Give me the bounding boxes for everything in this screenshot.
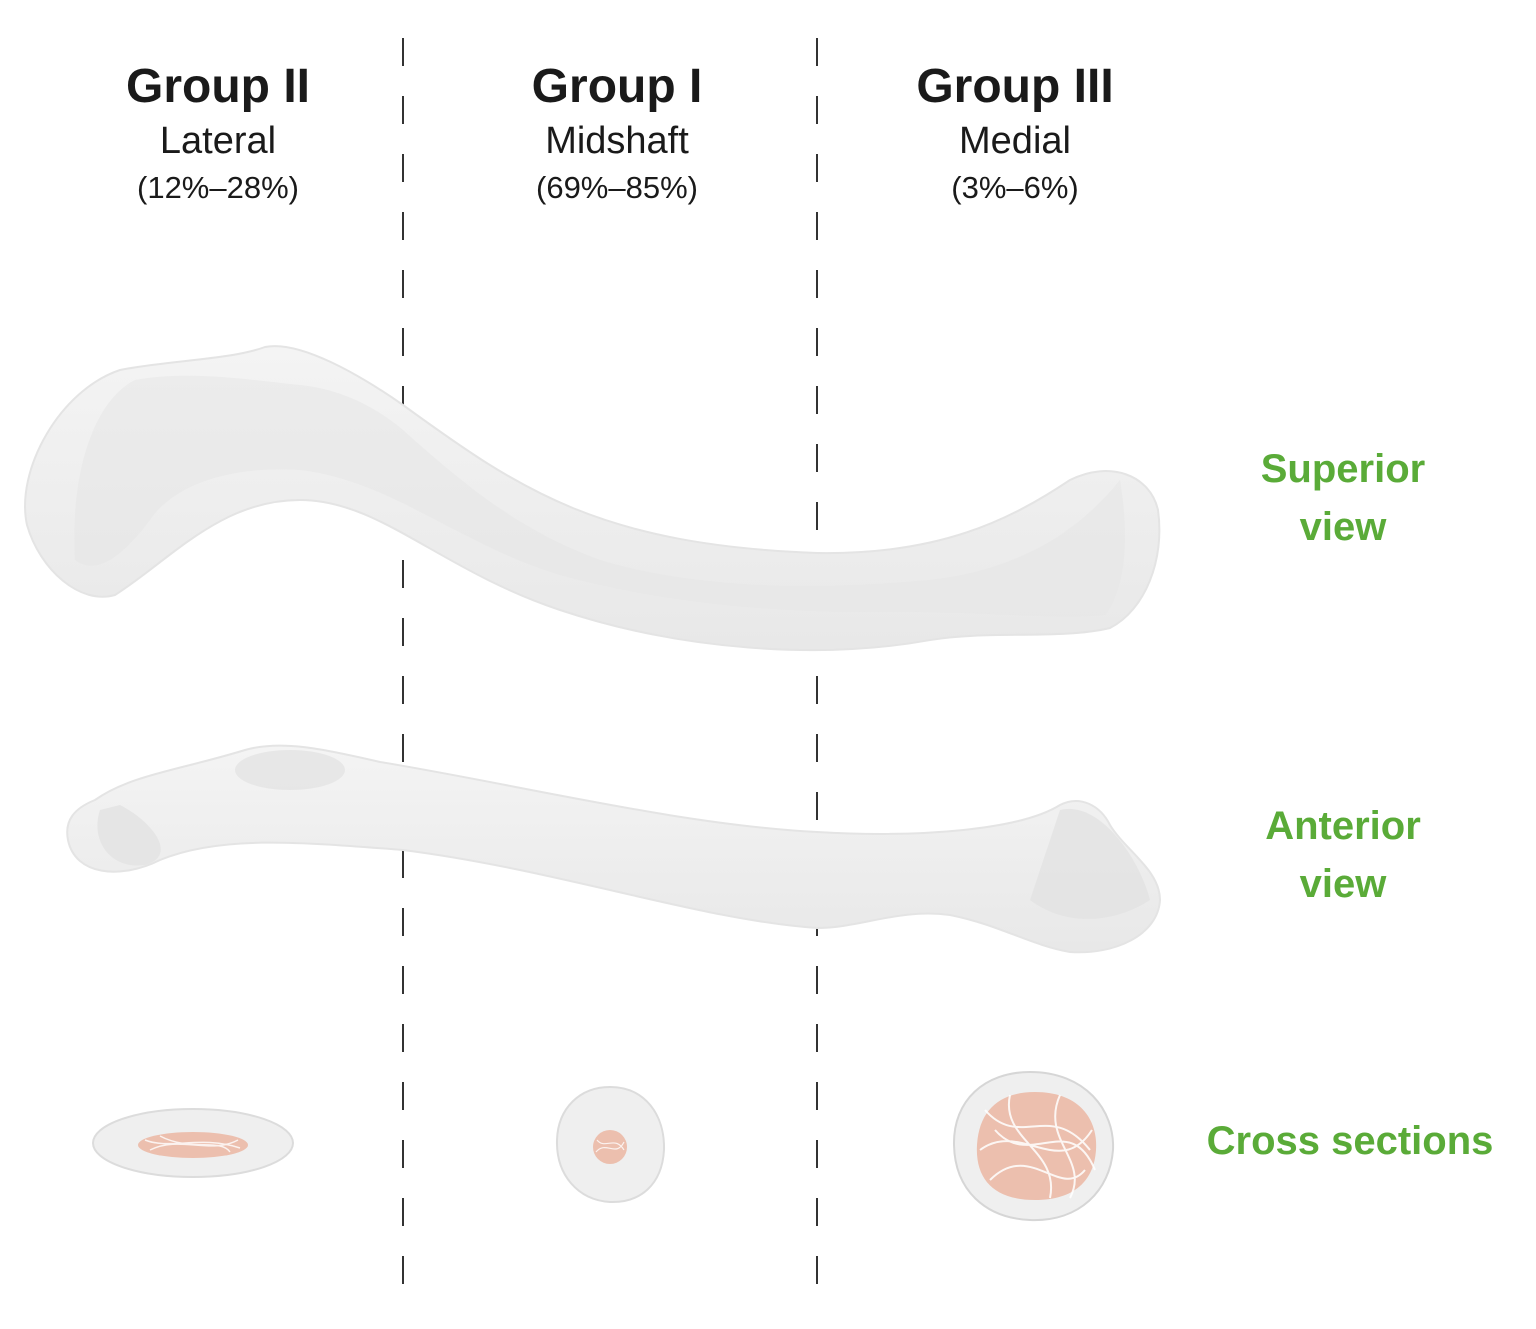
- group-title: Group III: [916, 60, 1114, 113]
- group-title: Group I: [531, 60, 703, 113]
- group-region: Lateral: [159, 120, 277, 162]
- group-percent: (69%–85%): [536, 170, 698, 205]
- anterior-view-label: Anterior view: [1213, 797, 1473, 913]
- cross-section-lateral: [92, 1108, 294, 1178]
- anterior-view-line1: Anterior: [1265, 804, 1421, 848]
- group-header-lateral: Group II Lateral (12%–28%): [58, 58, 378, 208]
- cross-section-medial: [952, 1070, 1115, 1222]
- group-percent: (3%–6%): [951, 170, 1079, 205]
- superior-view-label: Superior view: [1213, 440, 1473, 556]
- group-header-medial: Group III Medial (3%–6%): [855, 58, 1175, 208]
- cross-sections-label: Cross sections: [1206, 1119, 1494, 1163]
- superior-view-line1: Superior: [1260, 447, 1426, 491]
- group-region: Midshaft: [545, 120, 689, 162]
- anterior-view-line2: view: [1299, 862, 1387, 906]
- group-header-midshaft: Group I Midshaft (69%–85%): [457, 58, 777, 208]
- group-region: Medial: [959, 120, 1071, 162]
- clavicle-superior-view: [24, 345, 1161, 651]
- group-percent: (12%–28%): [137, 170, 299, 205]
- clavicle-anterior-view: [66, 744, 1162, 954]
- superior-view-line2: view: [1299, 505, 1387, 549]
- cross-section-midshaft: [555, 1085, 666, 1204]
- group-title: Group II: [126, 60, 310, 113]
